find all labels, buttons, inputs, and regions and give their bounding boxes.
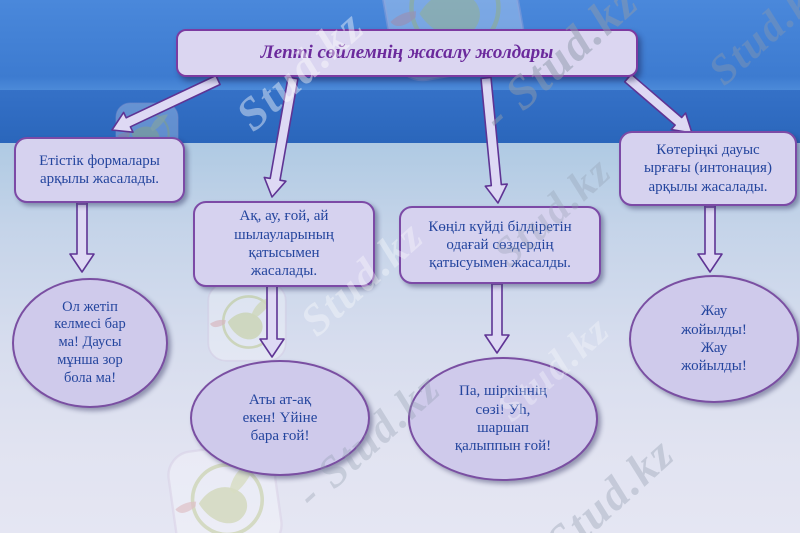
arrow-title-to-method-4 — [623, 73, 693, 134]
example-ellipse-4: Жау жойылды! Жау жойылды! — [629, 275, 799, 403]
arrow-method-1-to-example — [69, 200, 95, 273]
example-ellipse-3: Па, шіркіннің сөзі! Уһ, шаршап қалыппын … — [408, 357, 598, 481]
method-box-interjections: Көңіл күйді білдіретін одағай сөздердің … — [399, 206, 601, 284]
method-box-particles: Ақ, ау, ғой, ай шылауларының қатысымен ж… — [193, 201, 375, 287]
method-box-verb-forms: Етістік формалары арқылы жасалады. — [14, 137, 185, 203]
arrow-method-3-to-example — [484, 280, 510, 354]
arrow-title-to-method-3 — [480, 76, 509, 204]
arrow-title-to-method-1 — [111, 74, 221, 133]
arrow-shaft-cap — [77, 201, 87, 205]
arrow-title-to-method-2 — [263, 76, 299, 198]
arrow-method-2-to-example — [259, 282, 285, 358]
method-box-intonation: Көтеріңкі дауыс ырғағы (интонация) арқыл… — [619, 131, 797, 206]
arrow-method-4-to-example — [697, 203, 723, 273]
arrow-shaft-cap — [705, 204, 715, 208]
example-ellipse-2: Аты ат-ақ екен! Үйіне бара ғой! — [190, 360, 370, 476]
example-ellipse-1: Ол жетіп келмесі бар ма! Даусы мұнша зор… — [12, 278, 168, 408]
diagram-title: Лепті сөйлемнің жасалу жолдары — [176, 29, 638, 77]
